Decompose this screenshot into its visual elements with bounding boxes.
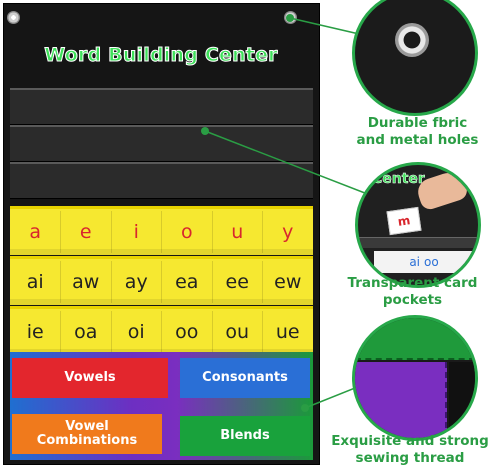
connector-dot-sewing <box>301 404 309 412</box>
card-divider <box>262 211 263 253</box>
digraph-card: oa <box>74 321 98 343</box>
grommet-closeup <box>352 0 478 116</box>
closeup-grommet-icon <box>395 23 429 57</box>
digraph-pocket-row-1: ai aw ay ea ee ew <box>10 256 313 305</box>
stitching-closeup <box>352 315 478 441</box>
digraph-card: oo <box>175 321 199 343</box>
closeup-black-border <box>449 362 475 438</box>
closeup-card-row: ai oo <box>374 251 474 273</box>
digraph-card: ie <box>26 321 44 343</box>
digraph-card: ay <box>124 271 148 293</box>
empty-pocket-3 <box>10 162 313 199</box>
closeup-center-text: Center <box>372 171 425 188</box>
empty-pocket-1 <box>10 88 313 125</box>
vowel-card: y <box>282 221 294 243</box>
empty-pocket-2 <box>10 125 313 162</box>
chart-title: Word Building Center <box>44 44 278 67</box>
vowel-pocket-row: a e i o u y <box>10 206 313 255</box>
card-divider <box>212 311 213 353</box>
header-card-pocket-area: Vowels Consonants Vowel Combinations Ble… <box>10 352 313 460</box>
connector-line-pockets <box>204 130 371 196</box>
card-divider <box>212 261 213 303</box>
sewing-caption: Exquisite and strong sewing thread <box>331 433 489 466</box>
closeup-purple-fabric <box>355 362 447 438</box>
closeup-pocket-card: oo <box>424 255 439 269</box>
card-divider <box>161 311 162 353</box>
consonants-header-card: Consonants <box>180 358 310 398</box>
closeup-card-in-hand: m <box>386 206 422 236</box>
blends-header-card: Blends <box>180 416 310 456</box>
card-divider <box>212 211 213 253</box>
digraph-card: ee <box>225 271 249 293</box>
pocket-chart: Word Building Center a e i o u y ai aw a… <box>4 4 319 464</box>
card-divider <box>262 261 263 303</box>
closeup-clear-pocket <box>358 237 478 248</box>
fabric-caption: Durable fbric and metal holes <box>356 115 479 148</box>
card-divider <box>60 211 61 253</box>
vowel-card: e <box>79 221 92 243</box>
closeup-card-text: m <box>396 213 412 229</box>
card-divider <box>262 311 263 353</box>
vowel-card: i <box>133 221 139 243</box>
card-divider <box>111 211 112 253</box>
digraph-card: ue <box>275 321 300 343</box>
card-divider <box>111 261 112 303</box>
card-divider <box>111 311 112 353</box>
digraph-card: aw <box>72 271 100 293</box>
pocket-closeup: Center m ai oo <box>355 162 481 288</box>
left-metal-grommet <box>7 11 20 24</box>
vowel-card: u <box>231 221 244 243</box>
vowel-combinations-header-card: Vowel Combinations <box>12 414 162 454</box>
closeup-green-fabric <box>355 318 475 360</box>
digraph-card: oi <box>127 321 145 343</box>
digraph-card: ai <box>26 271 44 293</box>
card-divider <box>60 311 61 353</box>
vowel-card: a <box>29 221 42 243</box>
digraph-pocket-row-2: ie oa oi oo ou ue <box>10 306 313 355</box>
card-divider <box>60 261 61 303</box>
vowels-header-card: Vowels <box>12 358 168 398</box>
digraph-card: ew <box>274 271 302 293</box>
closeup-pocket-card: ai <box>409 255 420 269</box>
pockets-caption: Transparent card pockets <box>347 275 478 308</box>
card-divider <box>161 261 162 303</box>
connector-dot-fabric <box>286 14 294 22</box>
card-divider <box>161 211 162 253</box>
digraph-card: ea <box>175 271 199 293</box>
connector-dot-pockets <box>201 127 209 135</box>
digraph-card: ou <box>225 321 250 343</box>
vowel-card: o <box>180 221 193 243</box>
